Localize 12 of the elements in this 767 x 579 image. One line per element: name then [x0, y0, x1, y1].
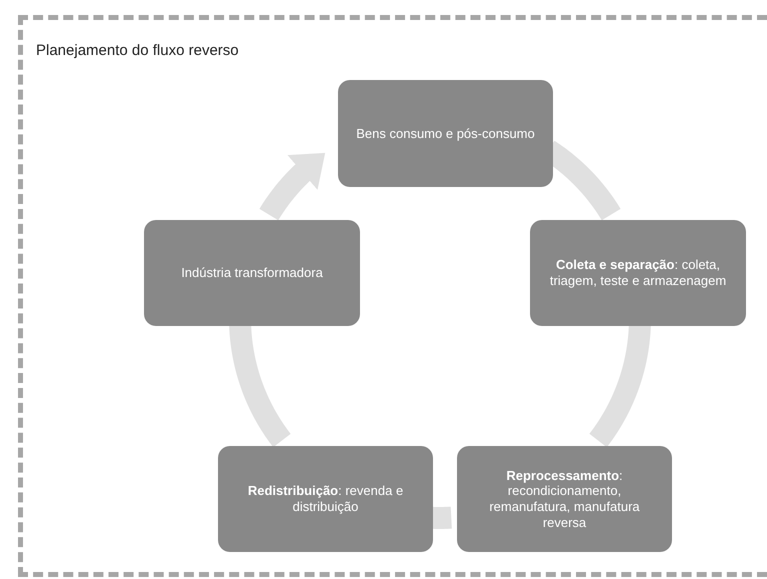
box-text: Bens consumo e pós-consumo	[356, 126, 535, 142]
dashed-frame	[18, 15, 767, 577]
box-text: Coleta e separação: coleta, triagem, teste e armazenagem	[548, 257, 728, 289]
process-box	[218, 446, 433, 552]
process-box	[530, 220, 746, 326]
frame-title: Planejamento do fluxo reverso	[36, 42, 239, 59]
process-box	[457, 446, 672, 552]
process-box	[338, 80, 553, 187]
box-text: Redistribuição: revenda e distribuição	[246, 483, 404, 515]
process-box	[144, 220, 360, 326]
box-text: Indústria transformadora	[181, 265, 323, 281]
box-text: Reprocessamento: recondicionamento, remanufatura, manufatura reversa	[488, 468, 641, 530]
